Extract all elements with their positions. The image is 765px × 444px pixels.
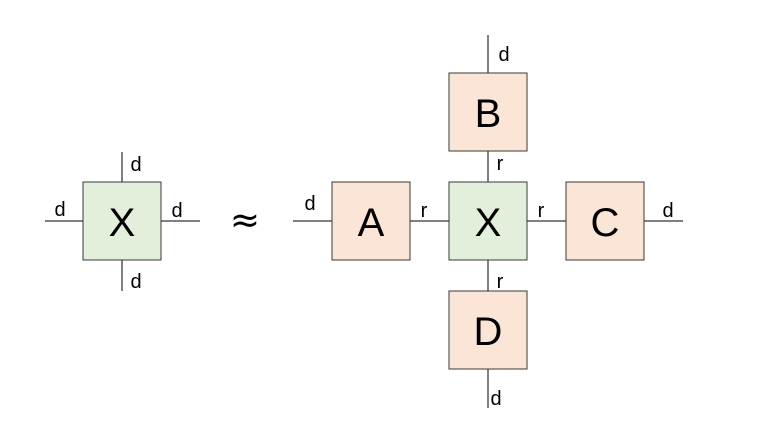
bond-core-d-index: r <box>497 271 504 293</box>
left-tensor-index-right: d <box>171 200 182 222</box>
left-tensor-box <box>82 181 162 261</box>
left-tensor-index-left: d <box>54 199 65 221</box>
factor-b-outer-index: d <box>498 44 509 66</box>
factor-c-outer-index: d <box>662 200 673 222</box>
factor-d-box <box>448 290 528 370</box>
factor-b-box <box>448 72 528 152</box>
bond-a-core-index: r <box>421 200 428 222</box>
left-tensor-index-up: d <box>130 154 141 176</box>
factor-a-box <box>331 181 411 261</box>
decomposition-group: A X C B D d r r d d r r d <box>293 35 683 410</box>
core-tensor-box <box>448 181 528 261</box>
factor-c-label: C <box>591 201 620 245</box>
factor-d-label: D <box>474 310 503 354</box>
factor-a-outer-index: d <box>304 193 315 215</box>
factor-b-label: B <box>475 92 502 136</box>
left-tensor-index-down: d <box>130 271 141 293</box>
factor-d-outer-index: d <box>490 388 501 410</box>
core-tensor-label: X <box>475 201 502 245</box>
bond-b-core-index: r <box>497 153 504 175</box>
approx-symbol: ≈ <box>230 200 260 241</box>
left-tensor-group: X d d d d <box>45 152 200 293</box>
factor-a-label: A <box>358 201 385 245</box>
bond-core-c-index: r <box>538 200 545 222</box>
factor-c-box <box>565 181 645 261</box>
left-tensor-label: X <box>109 201 136 245</box>
